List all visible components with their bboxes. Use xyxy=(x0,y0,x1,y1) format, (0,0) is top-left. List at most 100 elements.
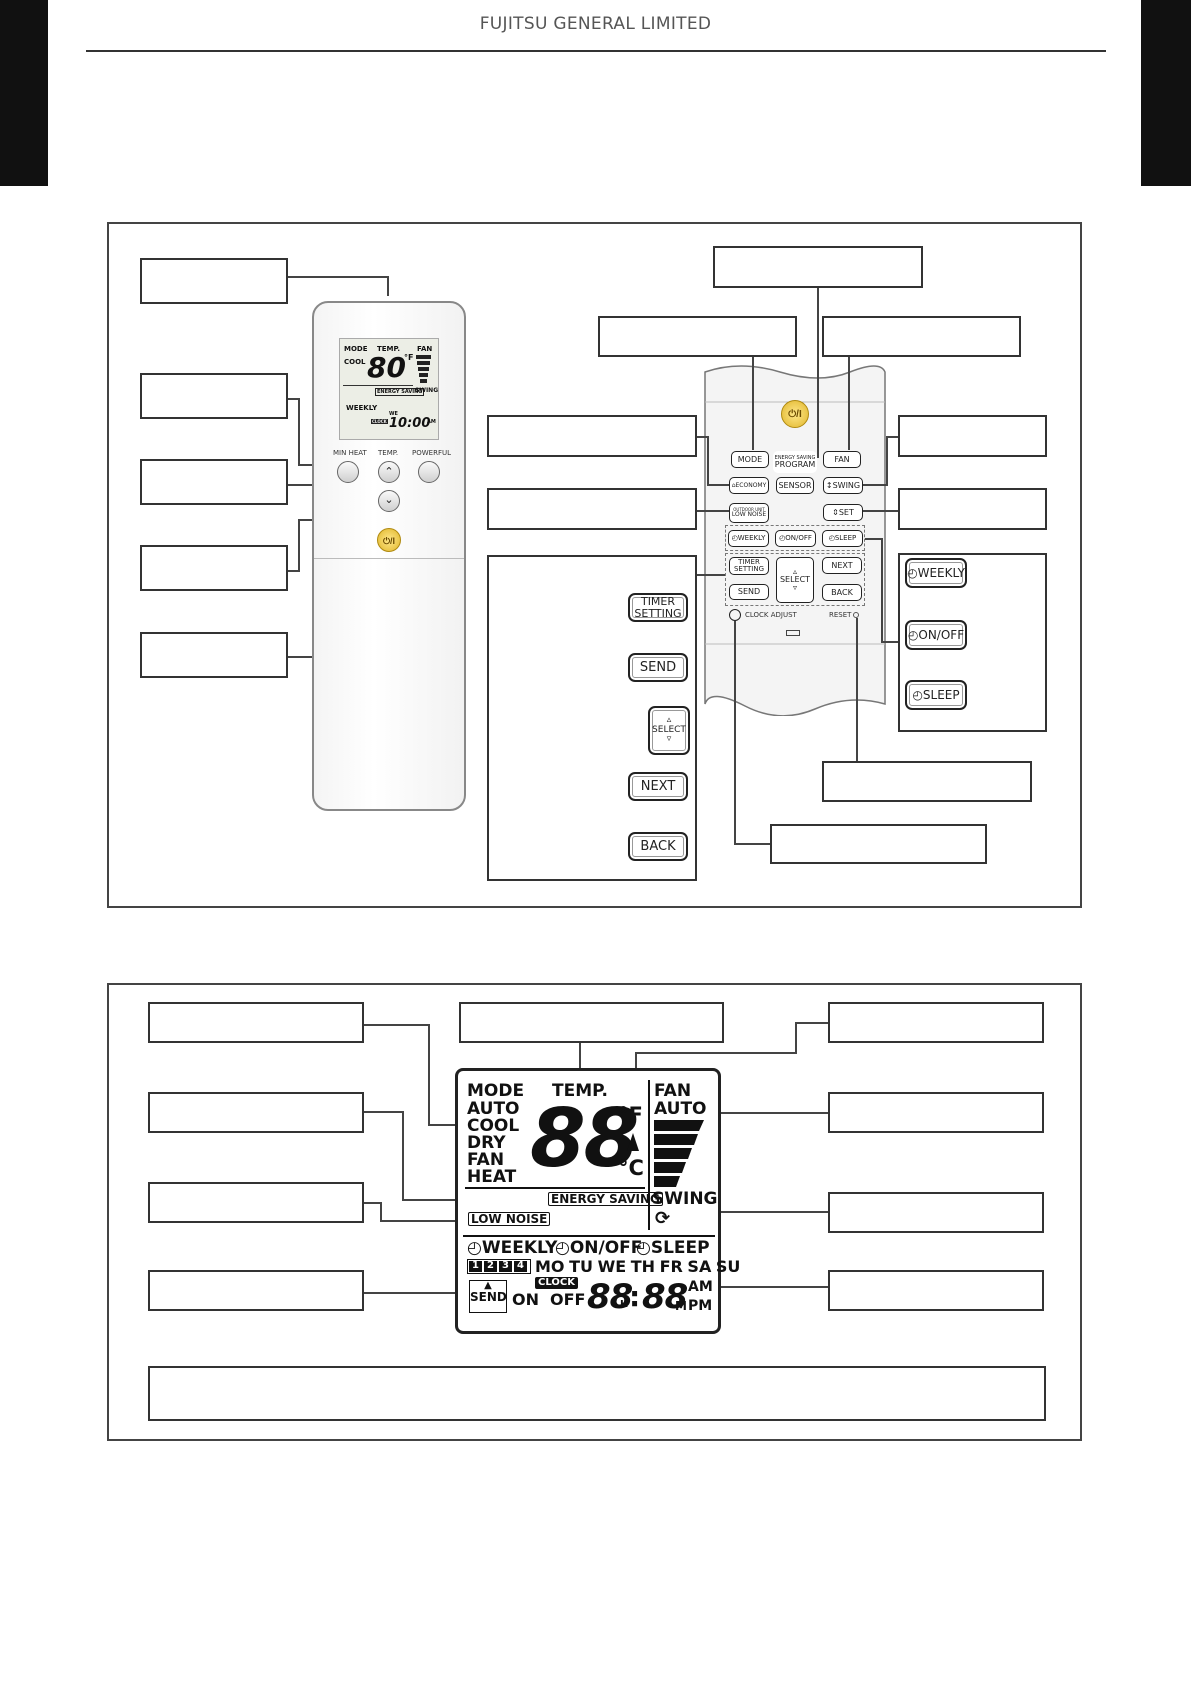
zoom-timer-setting-button[interactable]: TIMER SETTING xyxy=(628,593,688,622)
weekly-label: WEEKLY xyxy=(737,534,766,542)
leader-line xyxy=(428,1124,464,1126)
remote-lcd-day: WE xyxy=(389,411,398,417)
remote-lcd-swing: SWING xyxy=(415,387,439,394)
remote-lcd-ampm: AM xyxy=(427,419,436,425)
set-icon: ⇕ xyxy=(832,507,839,517)
display-h-label: H xyxy=(620,1299,629,1310)
temp-down-button[interactable]: ⌄ xyxy=(378,490,400,512)
remote-powerful-label: POWERFUL xyxy=(412,449,451,457)
callout-mode-indicator xyxy=(148,1002,364,1043)
leader-line xyxy=(734,621,736,845)
display-sleep: ◴SLEEP xyxy=(636,1240,710,1257)
leader-line xyxy=(865,538,883,540)
time-colon-icon: : xyxy=(629,1280,641,1313)
timer-icon: ◴ xyxy=(828,534,835,542)
swing-button[interactable]: ↕SWING xyxy=(823,477,863,494)
display-timer-rule xyxy=(463,1235,715,1237)
remote-temp-label: TEMP. xyxy=(378,449,399,457)
sensor-button[interactable]: SENSOR xyxy=(776,477,814,494)
clock-adjust-label: CLOCK ADJUST xyxy=(745,611,797,619)
display-time-hours: 88 xyxy=(587,1277,633,1317)
zoom-send-button[interactable]: SEND xyxy=(628,653,688,682)
remote-figure-frame xyxy=(107,222,1082,908)
zoom-back-button[interactable]: BACK xyxy=(628,832,688,861)
leader-line xyxy=(678,1211,828,1213)
min-heat-button[interactable] xyxy=(337,461,359,483)
display-send-indicator: ▲ SEND xyxy=(469,1280,507,1313)
zoom-select-label: SELECT xyxy=(652,724,686,735)
leader-line xyxy=(288,398,300,400)
callout-set xyxy=(898,488,1047,530)
timer-icon: ◴ xyxy=(907,627,919,642)
leader-line xyxy=(886,436,898,438)
program-button[interactable]: ENERGY SAVING PROGRAM xyxy=(773,451,817,473)
callout-unit xyxy=(828,1002,1044,1043)
display-on-label: ON xyxy=(512,1290,539,1309)
display-m: M xyxy=(675,1299,687,1313)
timer-icon: ◴ xyxy=(912,687,923,702)
back-button[interactable]: BACK xyxy=(822,584,862,601)
display-temp-digits: 88 xyxy=(530,1092,639,1185)
leader-line xyxy=(298,519,300,572)
callout-energy xyxy=(148,1092,364,1133)
timer-setting-button[interactable]: TIMER SETTING xyxy=(729,557,769,575)
display-energy-saving: ENERGY SAVING xyxy=(548,1192,663,1206)
reset-hole[interactable] xyxy=(853,612,859,618)
display-am: AM xyxy=(688,1279,713,1295)
display-weekly: ◴WEEKLY xyxy=(467,1240,558,1257)
leader-line xyxy=(856,618,858,761)
display-mode-auto: AUTO xyxy=(467,1099,520,1119)
callout-fan xyxy=(822,316,1021,357)
leader-line xyxy=(848,357,850,450)
display-low-noise: LOW NOISE xyxy=(468,1212,551,1226)
low-noise-button[interactable]: OUTDOOR UNIT LOW NOISE xyxy=(729,503,769,523)
economy-button[interactable]: ⌂ECONOMY xyxy=(729,477,769,494)
up-arrow-icon: ▵ xyxy=(666,715,672,726)
display-mode-dry: DRY xyxy=(467,1133,506,1153)
callout-temperature xyxy=(459,1002,724,1043)
remote-lower-divider xyxy=(314,558,464,559)
zoom-select-button[interactable]: ▵ SELECT ▿ xyxy=(648,706,690,755)
weekly-button[interactable]: ◴WEEKLY xyxy=(728,530,769,547)
set-button[interactable]: ⇕SET xyxy=(823,504,863,521)
remote-min-heat-label: MIN HEAT xyxy=(333,449,367,457)
program-number-2: 2 xyxy=(484,1261,497,1272)
select-button[interactable]: ▵ SELECT ▿ xyxy=(776,557,814,603)
panel-power-button[interactable]: ⏻/I xyxy=(781,400,809,428)
battery-icon xyxy=(786,630,800,636)
leader-line xyxy=(795,1022,797,1054)
next-button[interactable]: NEXT xyxy=(822,557,862,574)
leader-line xyxy=(697,510,729,512)
zoom-sleep-button[interactable]: ◴SLEEP xyxy=(905,680,967,710)
on-off-button[interactable]: ◴ON/OFF xyxy=(775,530,816,547)
display-figure-frame xyxy=(107,983,1082,1441)
display-weekly-label: WEEKLY xyxy=(481,1238,558,1258)
leader-line xyxy=(364,1202,382,1204)
leader-line xyxy=(863,510,898,512)
clock-adjust-hole[interactable] xyxy=(729,609,741,621)
up-arrow-icon: ▵ xyxy=(792,567,797,576)
reset-label: RESET xyxy=(829,611,852,619)
leader-line xyxy=(402,1111,404,1201)
leader-line xyxy=(881,538,883,643)
send-button[interactable]: SEND xyxy=(729,584,769,600)
zoom-on-off-label: ON/OFF xyxy=(918,627,965,642)
leader-line xyxy=(635,1052,797,1054)
remote-power-button[interactable]: ⏻/I xyxy=(377,528,401,552)
mode-button[interactable]: MODE xyxy=(731,451,769,468)
remote-lcd-time: 10:00 xyxy=(389,416,431,431)
leader-line xyxy=(881,641,898,643)
temp-up-button[interactable]: ⌃ xyxy=(378,461,400,483)
zoom-weekly-button[interactable]: ◴WEEKLY xyxy=(905,558,967,588)
fan-button[interactable]: FAN xyxy=(823,451,861,468)
zoom-next-button[interactable]: NEXT xyxy=(628,772,688,801)
sleep-button[interactable]: ◴SLEEP xyxy=(822,530,863,547)
powerful-button[interactable] xyxy=(418,461,440,483)
remote-lcd-temp: TEMP. xyxy=(377,345,401,353)
leader-line xyxy=(715,1112,828,1114)
zoom-on-off-button[interactable]: ◴ON/OFF xyxy=(905,620,967,650)
page-header: FUJITSU GENERAL LIMITED xyxy=(479,14,712,34)
display-deg-c: °C xyxy=(618,1156,644,1180)
display-mode-label: MODE xyxy=(467,1081,525,1101)
on-off-label: ON/OFF xyxy=(785,534,812,542)
